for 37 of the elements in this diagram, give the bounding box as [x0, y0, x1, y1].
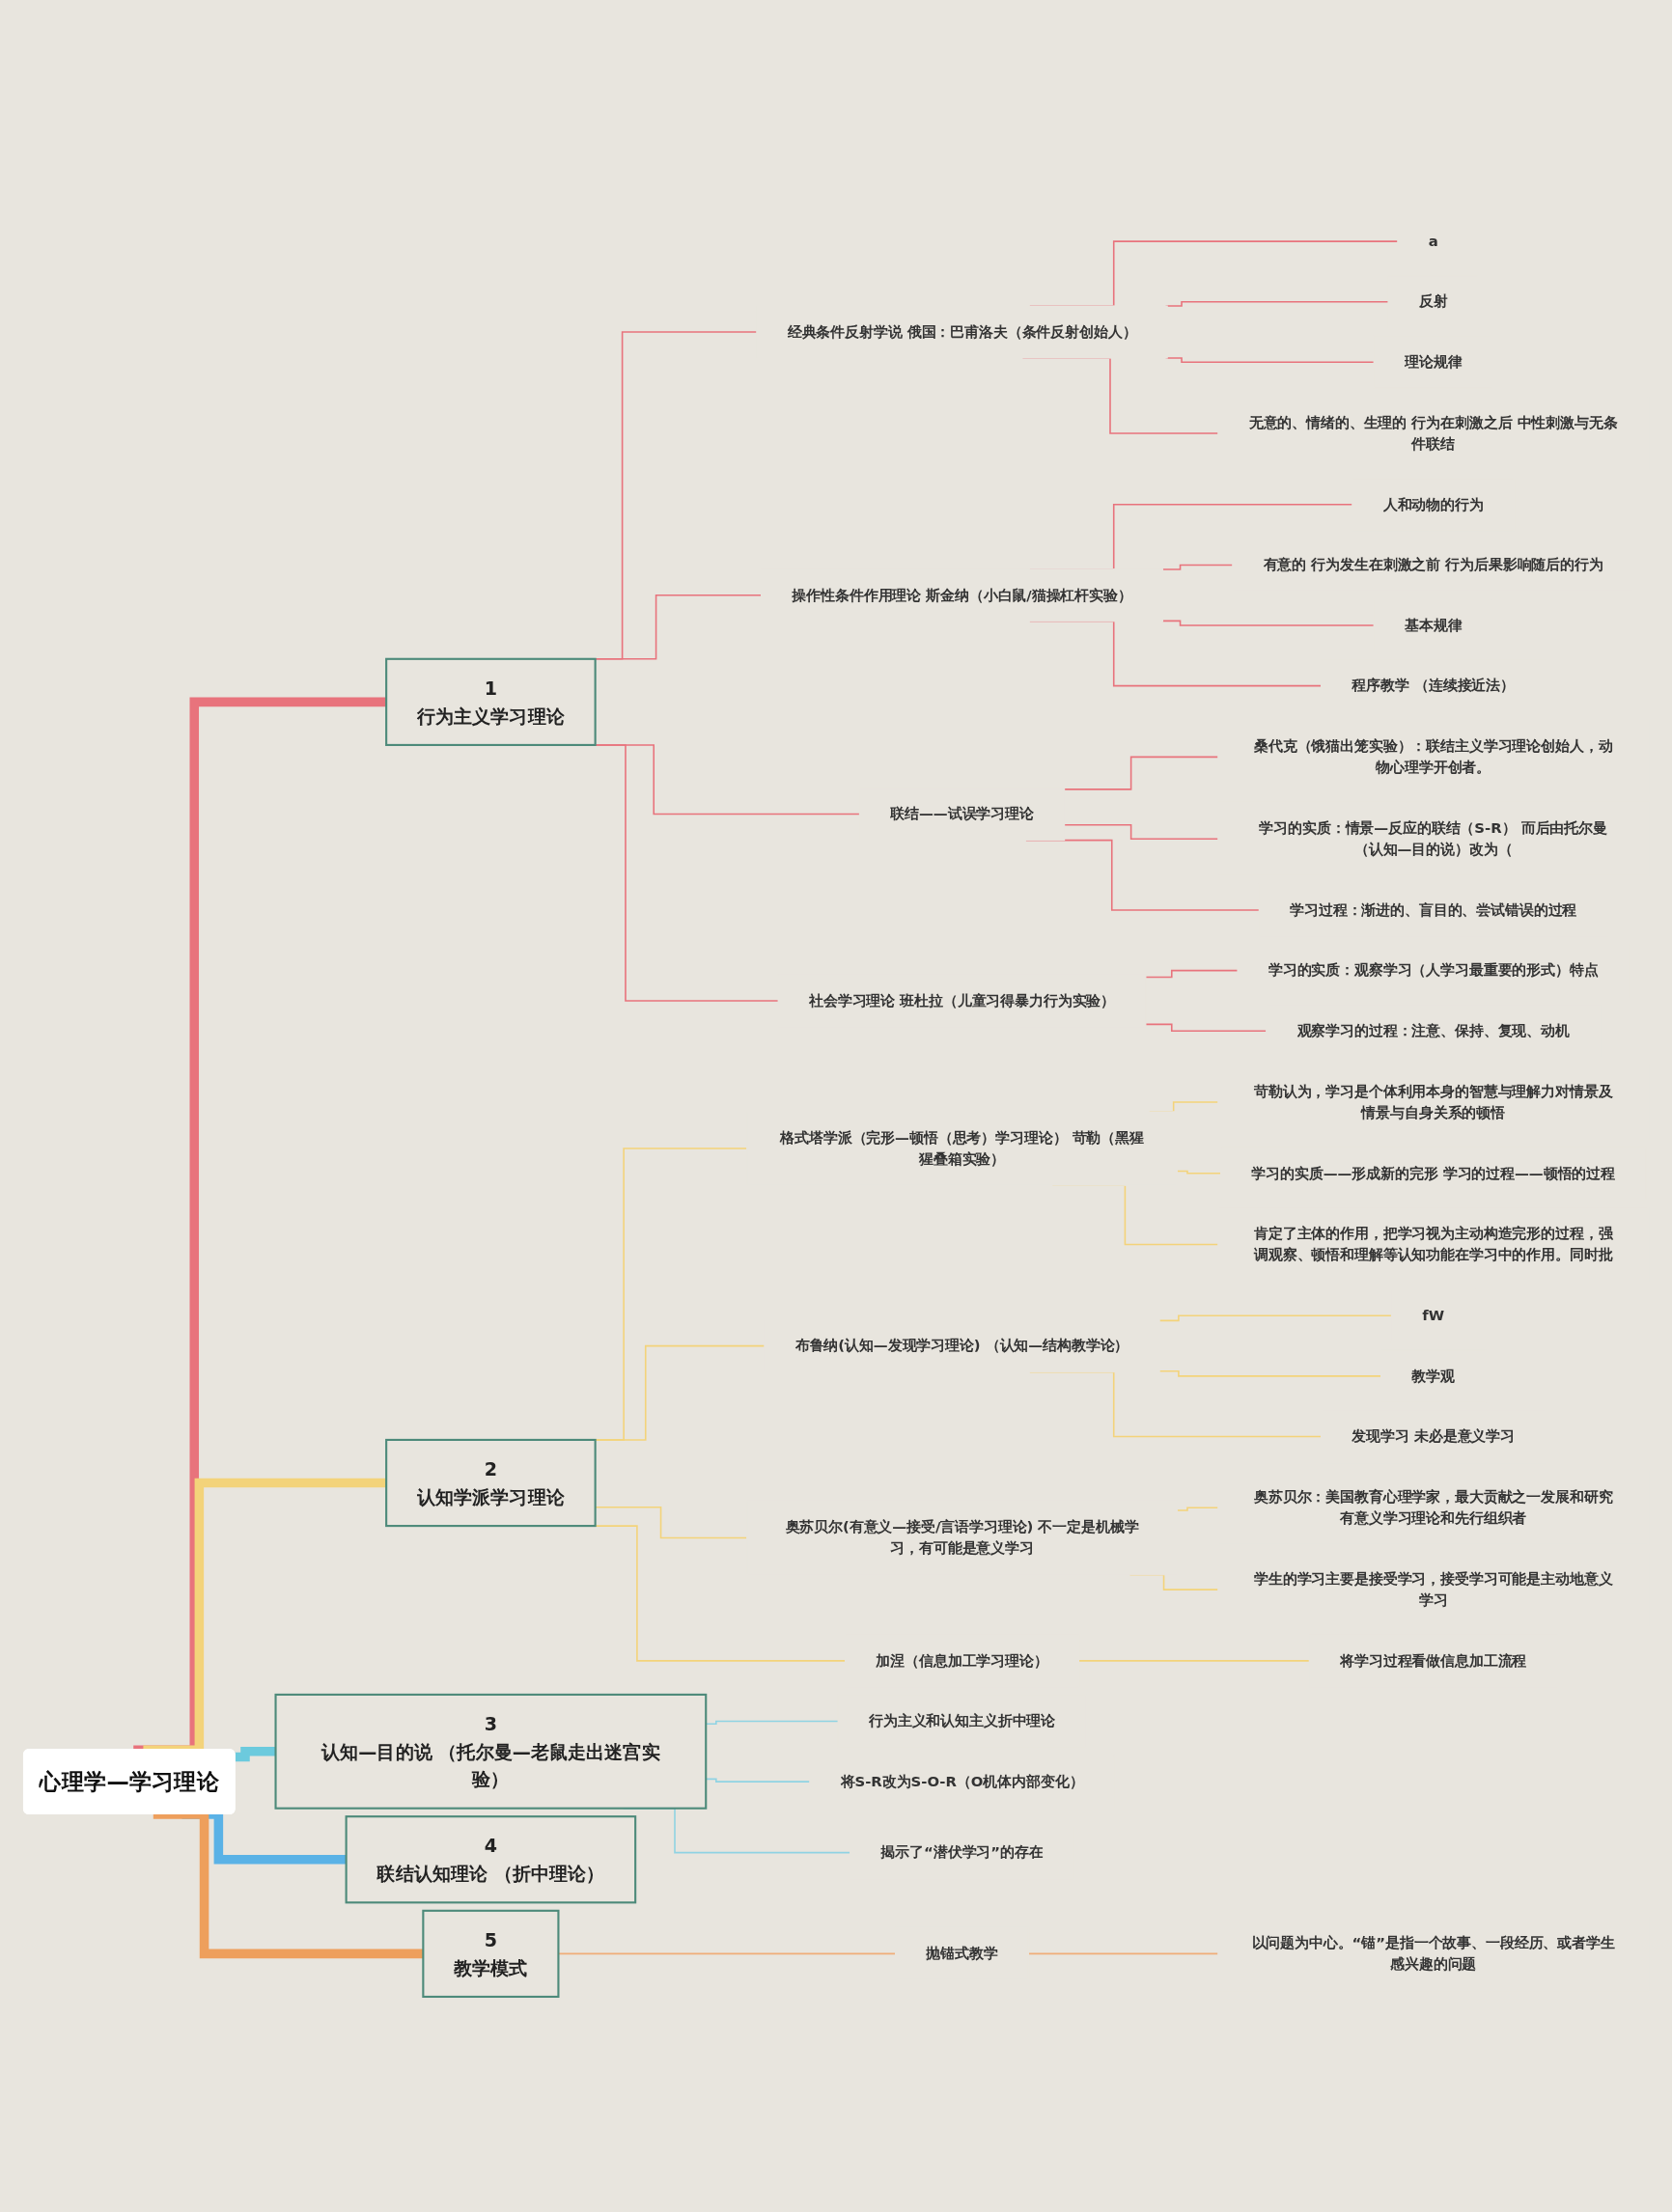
node-text: 社会学习理论 班杜拉（儿童习得暴力行为实验）: [808, 991, 1116, 1009]
node-text: 教学观: [1411, 1367, 1455, 1384]
node-box: 3 认知—目的说 （托尔曼—老鼠走出迷宫实验）: [274, 1693, 708, 1810]
node-box: 5 教学模式: [422, 1909, 560, 1998]
node-box: 2 认知学派学习理论: [385, 1438, 597, 1528]
node-text: 学习的实质——形成新的完形 学习的过程——顿悟的过程: [1251, 1164, 1615, 1181]
node-text: 抛锚式教学: [926, 1945, 998, 1962]
node-text: 学习的实质：情景—反应的联结（S-R） 而后由托尔曼（认知—目的说）改为（: [1259, 819, 1607, 858]
node-text: 学习的实质：观察学习（人学习最重要的形式）特点: [1268, 961, 1599, 979]
node-text: 反射: [1418, 292, 1448, 310]
node-text: 理论规律: [1404, 353, 1463, 371]
node-text: 有意的 行为发生在刺激之前 行为后果影响随后的行为: [1263, 556, 1603, 573]
node-text: 肯定了主体的作用，把学习视为主动构造完形的过程，强调观察、顿悟和理解等认知功能在学习中的作用。同时批: [1253, 1225, 1613, 1263]
node-text: 揭示了“潜伏学习”的存在: [880, 1843, 1044, 1861]
node-text: 学生的学习主要是接受学习，接受学习可能是主动地意义学习: [1253, 1569, 1613, 1609]
node-text: 奥苏贝尔：美国教育心理学家，最大贡献之一发展和研究有意义学习理论和先行组织者: [1253, 1488, 1613, 1527]
node-text: 加涅（信息加工学习理论）: [876, 1651, 1048, 1669]
node-text: 发现学习 未必是意义学习: [1352, 1427, 1515, 1445]
node-text: 程序教学 （连续接近法）: [1352, 677, 1515, 694]
node-text: 奥苏贝尔(有意义—接受/言语学习理论) 不一定是机械学习，有可能是意义学习: [785, 1518, 1139, 1557]
node-text: fW: [1422, 1307, 1445, 1324]
node-text: 将学习过程看做信息加工流程: [1340, 1651, 1527, 1669]
node-box: 4 联结认知理论 （折中理论）: [345, 1815, 637, 1904]
connector: [235, 1747, 276, 1762]
node-box: 1 行为主义学习理论: [385, 657, 597, 746]
node-text: 学习过程：渐进的、盲目的、尝试错误的过程: [1290, 901, 1577, 919]
node-text: a: [1428, 233, 1438, 250]
node-text: 人和动物的行为: [1382, 495, 1484, 512]
node-text: 无意的、情绪的、生理的 行为在刺激之后 中性刺激与无条件联结: [1248, 413, 1618, 453]
node-text: 桑代克（饿猫出笼实验）：联结主义学习理论创始人，动物心理学开创者。: [1253, 737, 1613, 776]
node-text: 观察学习的过程：注意、保持、复现、动机: [1296, 1022, 1570, 1039]
node-text: 苛勒认为，学习是个体利用本身的智慧与理解力对情景及情景与自身关系的顿悟: [1253, 1082, 1613, 1121]
node-text: 以问题为中心。“锚”是指一个故事、一段经历、或者学生感兴趣的问题: [1251, 1934, 1615, 1973]
node-text: 基本规律: [1404, 617, 1463, 633]
connector: [1161, 620, 1375, 626]
node-text: 将S-R改为S-O-R（O机体内部变化）: [840, 1773, 1084, 1790]
node-text: 行为主义和认知主义折中理论: [868, 1712, 1056, 1729]
